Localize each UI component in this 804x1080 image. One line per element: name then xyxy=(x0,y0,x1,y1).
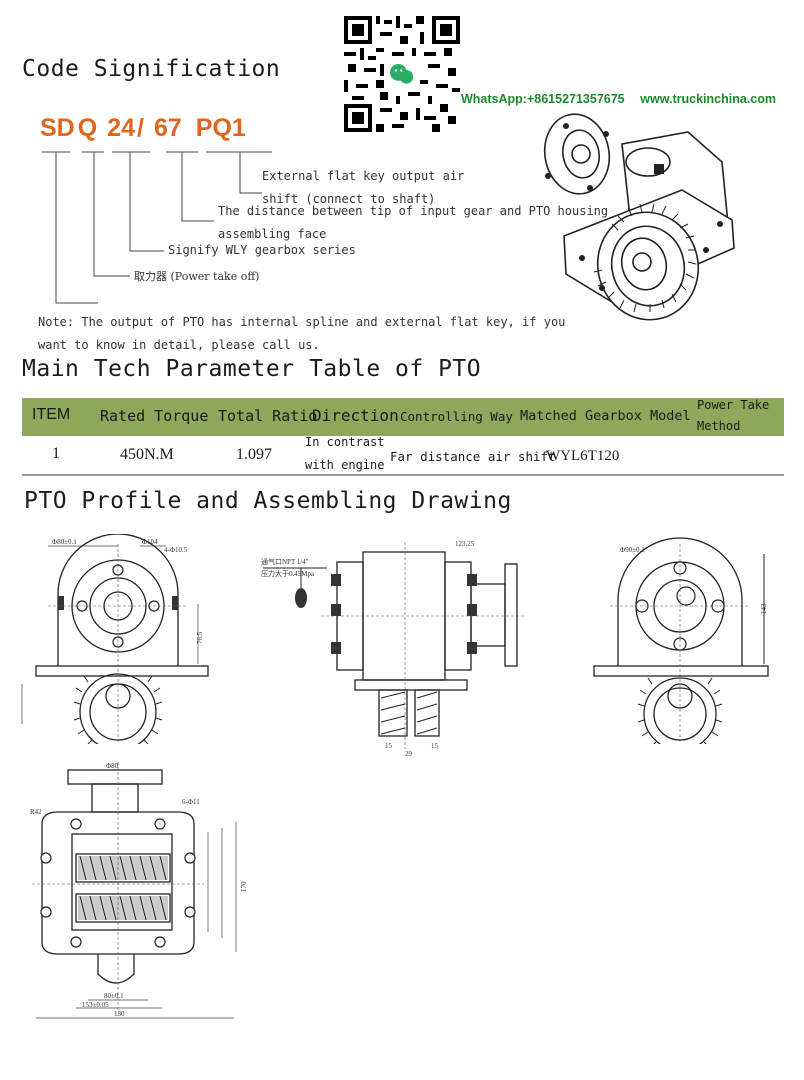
table-row: 1 450N.M 1.097 In contrast with engine F… xyxy=(22,435,784,476)
svg-text:170: 170 xyxy=(240,881,248,892)
explanation-output-air-2: shift (connect to shaft) xyxy=(262,192,436,206)
explanation-distance-1: The distance between tip of input gear a… xyxy=(218,204,609,218)
svg-text:123.25: 123.25 xyxy=(455,540,475,548)
svg-text:R42: R42 xyxy=(30,808,42,816)
explanation-distance-2: assembling face xyxy=(218,227,327,241)
header-matched-gearbox: Matched Gearbox Model xyxy=(520,408,691,424)
table-heading: Main Tech Parameter Table of PTO xyxy=(22,356,482,382)
svg-text:180: 180 xyxy=(114,1010,125,1018)
note-line-1: Note: The output of PTO has internal spl… xyxy=(38,315,566,329)
code-part-24: 24 xyxy=(107,114,135,142)
qr-code[interactable] xyxy=(344,16,460,132)
contact-line: WhatsApp:+8615271357675 www.truckinchina… xyxy=(461,88,776,107)
svg-text:29: 29 xyxy=(405,750,413,758)
svg-text:4-Φ10.5: 4-Φ10.5 xyxy=(164,546,188,554)
code-part-pq1: PQ1 xyxy=(195,114,246,142)
cell-controlling-way: Far distance air shift xyxy=(390,449,556,464)
rear-view-drawing: Φ90±0.1 143 xyxy=(593,537,769,744)
header-direction: Direction xyxy=(312,406,399,425)
cell-item: 1 xyxy=(52,445,60,462)
cell-direction-2: with engine xyxy=(305,458,385,472)
cell-rated-torque: 450N.M xyxy=(120,446,174,463)
code-part-slash: / xyxy=(137,114,144,142)
header-controlling-way: Controlling Way xyxy=(400,409,513,424)
header-item: ITEM xyxy=(32,406,71,423)
svg-text:Φ90±0.1: Φ90±0.1 xyxy=(620,546,645,554)
pto-product-illustration xyxy=(543,113,735,321)
cell-matched-gearbox: WYL6T120 xyxy=(546,448,620,464)
whatsapp-link[interactable]: WhatsApp:+8615271357675 xyxy=(461,92,625,106)
svg-text:143: 143 xyxy=(760,603,768,614)
svg-text:通气口NPT 1/4": 通气口NPT 1/4" xyxy=(261,557,309,566)
svg-text:Φ104: Φ104 xyxy=(142,538,158,546)
code-part-67: 67 xyxy=(153,114,182,142)
svg-text:6-Φ11: 6-Φ11 xyxy=(182,798,200,806)
svg-text:153±0.05: 153±0.05 xyxy=(82,1001,109,1009)
svg-text:Φ80: Φ80 xyxy=(106,762,119,770)
code-part-sd: SD xyxy=(40,114,75,142)
explanation-gearbox-series: Signify WLY gearbox series xyxy=(168,243,356,257)
svg-text:80±0.1: 80±0.1 xyxy=(104,992,124,1000)
cell-direction-1: In contrast xyxy=(305,435,385,449)
header-power-take-1: Power Take xyxy=(697,398,770,412)
website-link[interactable]: www.truckinchina.com xyxy=(640,92,776,106)
table-header-row: ITEM Rated Torque Total Ratio Direction … xyxy=(22,398,784,436)
header-total-ratio: Total Ratio xyxy=(218,407,318,425)
explanation-pto: 取力器 (Power take off) xyxy=(134,270,260,283)
front-view-drawing: Φ80±0.1 Φ104 4-Φ10.5 76.5 xyxy=(21,534,209,744)
svg-text:Φ80±0.1: Φ80±0.1 xyxy=(52,538,77,546)
code-part-q: Q xyxy=(77,114,98,142)
svg-text:15: 15 xyxy=(431,742,439,750)
svg-text:76.5: 76.5 xyxy=(196,631,204,644)
svg-text:15: 15 xyxy=(385,742,393,750)
note-line-2: want to know in detail, please call us. xyxy=(38,338,320,352)
code-leader-lines xyxy=(42,151,272,304)
explanation-output-air-1: External flat key output air xyxy=(262,169,465,183)
cell-total-ratio: 1.097 xyxy=(236,446,272,463)
drawing-heading: PTO Profile and Assembling Drawing xyxy=(24,488,512,514)
code-signification-heading: Code Signification xyxy=(22,56,281,82)
svg-text:压力大于0.45Mpa: 压力大于0.45Mpa xyxy=(261,569,315,578)
header-power-take-2: Method xyxy=(697,419,741,433)
header-rated-torque: Rated Torque xyxy=(100,407,209,425)
side-view-drawing: 通气口NPT 1/4" 压力大于0.45Mpa 123.25 15 29 15 xyxy=(261,540,525,758)
